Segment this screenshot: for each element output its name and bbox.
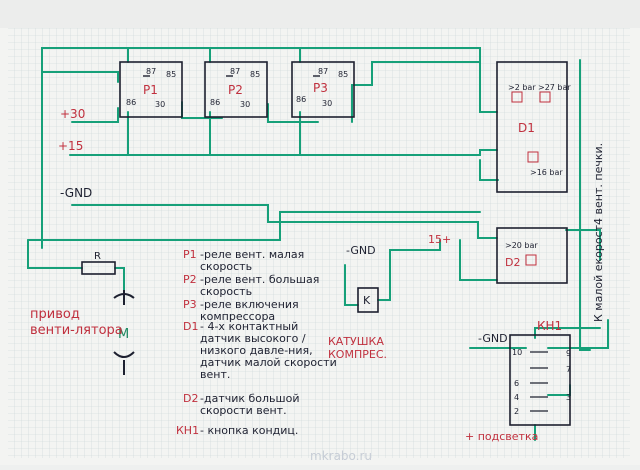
button-kh1: КН1 -GND + подсветка 10 9 7 6 4 2 3 — [465, 319, 571, 443]
legend-key-p3: P3 — [183, 298, 197, 311]
wire-plus30 — [71, 107, 119, 123]
threshold-a: >2 bar — [508, 83, 536, 92]
compressor-coil — [357, 287, 379, 313]
button-title: КН1 — [537, 319, 562, 333]
legend-text-kh1: - кнопка кондиц. — [200, 424, 298, 437]
threshold-c: >16 bar — [530, 168, 563, 177]
sensor-d1: >2 bar >27 bar >16 bar D1 — [496, 61, 571, 193]
button-contacts — [530, 351, 548, 412]
pin-10: 10 — [512, 348, 522, 357]
label-plus15: +15 — [58, 139, 83, 153]
wire-compressor-gnd — [344, 264, 359, 306]
legend-key-d2: D2 — [183, 392, 198, 405]
contact — [525, 254, 537, 266]
mid-wire — [27, 211, 481, 241]
relay-p2: 87 85 86 30 P2 — [204, 61, 268, 118]
sensor-label: D1 — [518, 121, 535, 135]
label-15plus: 15+ — [428, 233, 451, 246]
contact-b — [539, 91, 551, 103]
wire-15plus — [459, 239, 498, 281]
threshold-b: >27 bar — [538, 83, 571, 92]
relay-label: P3 — [313, 81, 328, 95]
wire-plus15 — [69, 149, 498, 156]
sensor-label: D2 — [505, 256, 520, 269]
pin-86: 86 — [126, 98, 136, 107]
pin-30: 30 — [322, 99, 332, 108]
sensor-d2: >20 bar D2 — [496, 227, 568, 284]
wire-p3-out — [351, 61, 481, 123]
pin-30: 30 — [240, 100, 250, 109]
button-backlight-label: + подсветка — [465, 430, 538, 443]
wire-left-to-p1 — [41, 71, 119, 83]
pin-4: 4 — [514, 393, 519, 402]
wire-d2-out — [565, 229, 601, 261]
wire-d1-low — [479, 159, 499, 181]
pin-2: 2 — [514, 407, 519, 416]
button-box — [509, 334, 571, 426]
compressor-gnd-label: -GND — [346, 244, 376, 257]
motor-brush-bottom — [113, 351, 135, 358]
pin-87: 87 — [230, 67, 240, 76]
pin-9: 9 — [566, 349, 571, 358]
pin-85: 85 — [250, 70, 260, 79]
top-bus-wire — [41, 47, 498, 113]
pin-85: 85 — [166, 70, 176, 79]
right-vertical-label: К малой екорост4 вент. печки. — [592, 143, 605, 322]
relay-box — [204, 61, 268, 118]
button-gnd-label: -GND — [478, 332, 508, 345]
relay-label: P1 — [143, 83, 158, 97]
relay-box — [119, 61, 183, 118]
relay-p3: 87 85 86 30 P3 — [291, 61, 355, 118]
pin-87: 87 — [318, 67, 328, 76]
legend-key-p2: P2 — [183, 273, 197, 286]
pin-30: 30 — [155, 100, 165, 109]
label-plus30: +30 — [60, 107, 85, 121]
contact-a — [511, 91, 523, 103]
pin-85: 85 — [338, 70, 348, 79]
resistor-to-motor-wire — [114, 267, 125, 291]
sensor-box — [496, 61, 568, 193]
sensor-box — [496, 227, 568, 284]
label-gnd: -GND — [60, 186, 92, 200]
watermark: mkrabo.ru — [310, 449, 372, 463]
pin-86: 86 — [296, 95, 306, 104]
sheet-top-margin — [0, 0, 640, 28]
legend-key-p1: P1 — [183, 248, 197, 261]
pin-7: 7 — [566, 365, 571, 374]
threshold: >20 bar — [505, 241, 538, 250]
wire-p2-p3 — [267, 103, 319, 123]
contact-c — [527, 151, 539, 163]
pin-3: 3 — [566, 393, 571, 402]
wire-compressor-in — [377, 239, 441, 301]
wires — [27, 47, 609, 441]
pin-6: 6 — [514, 379, 519, 388]
relay-label: P2 — [228, 83, 243, 97]
relay-p1: 87 85 86 30 P1 — [119, 61, 183, 118]
wire-gnd — [71, 204, 498, 239]
wire-right-bus — [579, 59, 591, 351]
relay-box — [291, 61, 355, 118]
legend-key-d1: D1 — [183, 320, 198, 333]
motor-symbol: M — [118, 327, 129, 342]
compressor-coil-label: K — [363, 294, 371, 307]
pin-87: 87 — [146, 67, 156, 76]
pin-86: 86 — [210, 98, 220, 107]
wire-kh1-right — [547, 319, 609, 349]
resistor — [81, 261, 116, 275]
legend-key-kh1: КН1 — [176, 424, 199, 437]
resistor-left-wire — [27, 239, 83, 269]
graph-grid — [8, 28, 630, 458]
resistor-label: R — [94, 251, 101, 262]
motor: M — [113, 290, 135, 375]
